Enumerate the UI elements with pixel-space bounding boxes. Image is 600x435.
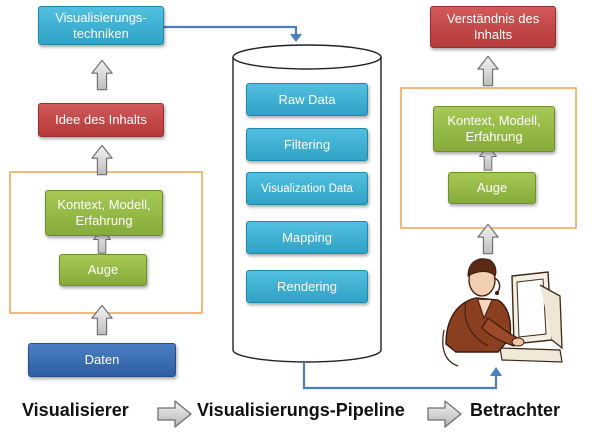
up-arrow-icon xyxy=(477,55,499,87)
left-context-model-experience-box: Kontext, Modell, Erfahrung xyxy=(45,190,163,236)
right-context-model-experience-box: Kontext, Modell, Erfahrung xyxy=(433,106,555,152)
caption-viewer: Betrachter xyxy=(470,400,561,420)
data-box: Daten xyxy=(28,343,176,377)
pipeline-step-visualization-data: Visualization Data xyxy=(246,172,368,205)
up-arrow-icon xyxy=(91,144,113,176)
visualization-techniques-box: Visualisierungs- techniken xyxy=(38,6,164,45)
left-eye-box: Auge xyxy=(59,254,147,286)
caption-visualizer: Visualisierer xyxy=(22,400,129,420)
content-idea-box: Idee des Inhalts xyxy=(38,103,164,137)
person-at-computer-icon xyxy=(442,258,563,367)
connector-techniques-to-pipeline xyxy=(163,25,302,42)
pipeline-step-filtering: Filtering xyxy=(246,128,368,161)
pipeline-step-rendering: Rendering xyxy=(246,270,368,303)
up-arrow-icon xyxy=(91,304,113,336)
caption-visualization-pipeline: Visualisierungs-Pipeline xyxy=(197,400,405,420)
pipeline-step-raw-data: Raw Data xyxy=(246,83,368,116)
right-arrow-icon xyxy=(157,400,192,428)
right-arrow-icon xyxy=(427,400,462,428)
right-eye-box: Auge xyxy=(448,172,536,204)
pipeline-step-mapping: Mapping xyxy=(246,221,368,254)
connector-pipeline-to-viewer xyxy=(302,362,502,390)
content-understanding-box: Verständnis des Inhalts xyxy=(430,6,556,48)
up-arrow-icon xyxy=(91,59,113,91)
